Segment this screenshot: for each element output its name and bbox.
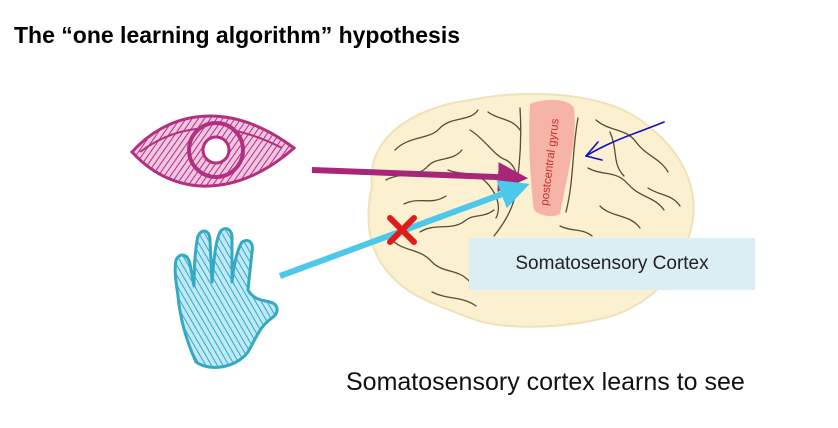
eye-icon [129, 114, 297, 188]
hand-icon [173, 227, 279, 369]
page-title: The “one learning algorithm” hypothesis [14, 22, 460, 48]
caption: Somatosensory cortex learns to see [346, 368, 745, 396]
pointer-arrow [585, 121, 665, 161]
blocked-x-icon [387, 215, 417, 245]
gyrus-highlight [529, 99, 575, 217]
somatosensory-cortex-label: Somatosensory Cortex [469, 238, 755, 290]
eye-to-cortex-arrow [311, 162, 528, 193]
